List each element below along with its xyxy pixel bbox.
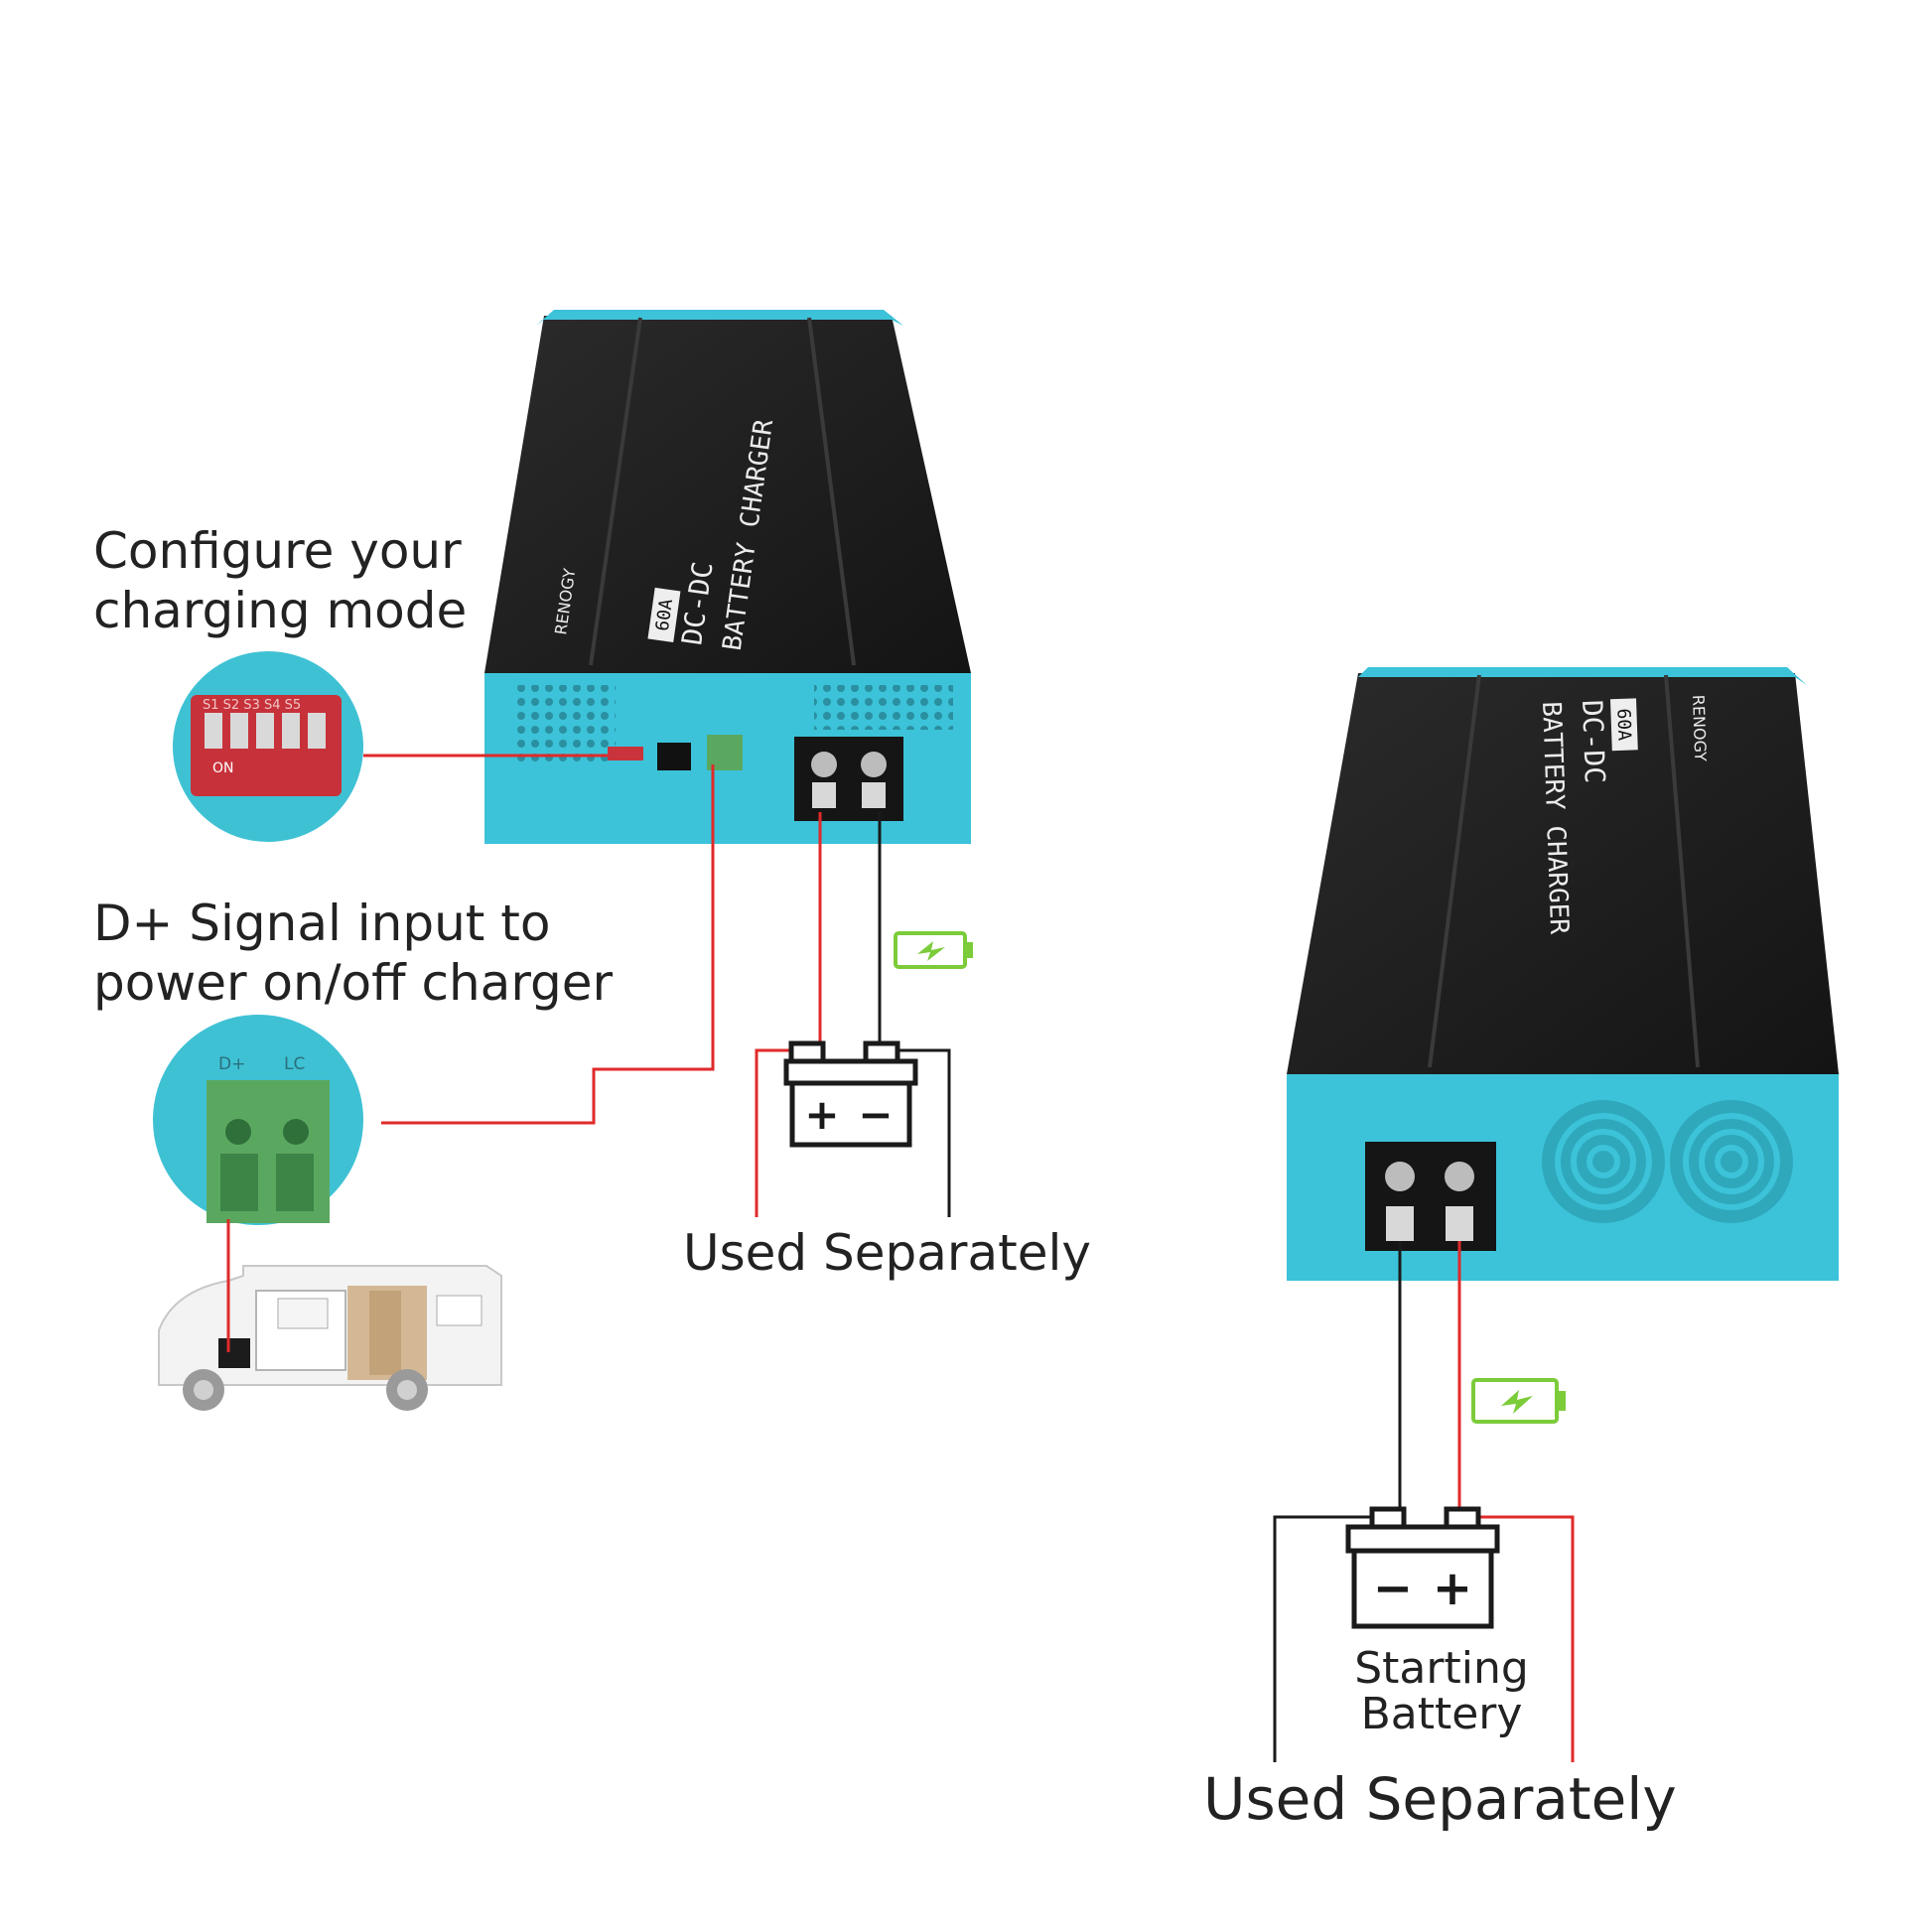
cooling-fans xyxy=(1542,1100,1793,1223)
rj-port xyxy=(657,743,691,770)
charging-battery-icon xyxy=(894,931,973,969)
terminal-label-lc: LC xyxy=(284,1054,305,1074)
battery-right-plus: + xyxy=(1433,1561,1472,1616)
wire-dplus-callout xyxy=(381,764,715,1125)
power-terminals xyxy=(794,737,903,821)
charger-device-left: 60A DC-DC BATTERY CHARGER RENOGY xyxy=(484,310,971,844)
starting-battery: − + xyxy=(1345,1506,1500,1629)
caption-starting-battery: Starting Battery xyxy=(1354,1643,1529,1739)
rating-label-right: 60A xyxy=(1612,708,1634,741)
caption-used-separately-right: Used Separately xyxy=(1203,1765,1677,1833)
rating-label-left: 60A xyxy=(652,598,677,632)
caption-configure-charging-mode: Configure your charging mode xyxy=(93,522,468,639)
terminal-label-dplus: D+ xyxy=(218,1054,245,1074)
battery-right-minus: − xyxy=(1373,1561,1413,1616)
battery-left: + − xyxy=(783,1040,918,1148)
power-terminals-right xyxy=(1365,1142,1496,1251)
dip-switch-on-label: ON xyxy=(212,760,234,776)
charging-battery-icon-right xyxy=(1471,1378,1566,1424)
model-line1-right: DC-DC xyxy=(1576,699,1611,783)
brand-logo-right: RENOGY xyxy=(1689,694,1710,761)
vent-grille xyxy=(516,685,616,764)
battery-left-plus: + xyxy=(804,1090,839,1139)
top-case-right xyxy=(1287,673,1839,1074)
top-case xyxy=(484,316,971,673)
caption-used-separately-left: Used Separately xyxy=(683,1224,1091,1282)
dip-switch-numbers: S1 S2 S3 S4 S5 xyxy=(203,698,301,713)
dip-switch-small xyxy=(608,747,643,760)
charger-device-right: 60A DC-DC BATTERY CHARGER RENOGY xyxy=(1287,667,1839,1281)
battery-left-minus: − xyxy=(858,1090,893,1139)
dplus-terminal-zoom: D+ LC xyxy=(153,1015,363,1225)
rv-camper-illustration xyxy=(158,1265,502,1411)
caption-dplus-signal-input: D+ Signal input to power on/off charger xyxy=(93,895,614,1012)
dip-switch-zoom: S1 S2 S3 S4 S5 ON xyxy=(173,651,363,842)
